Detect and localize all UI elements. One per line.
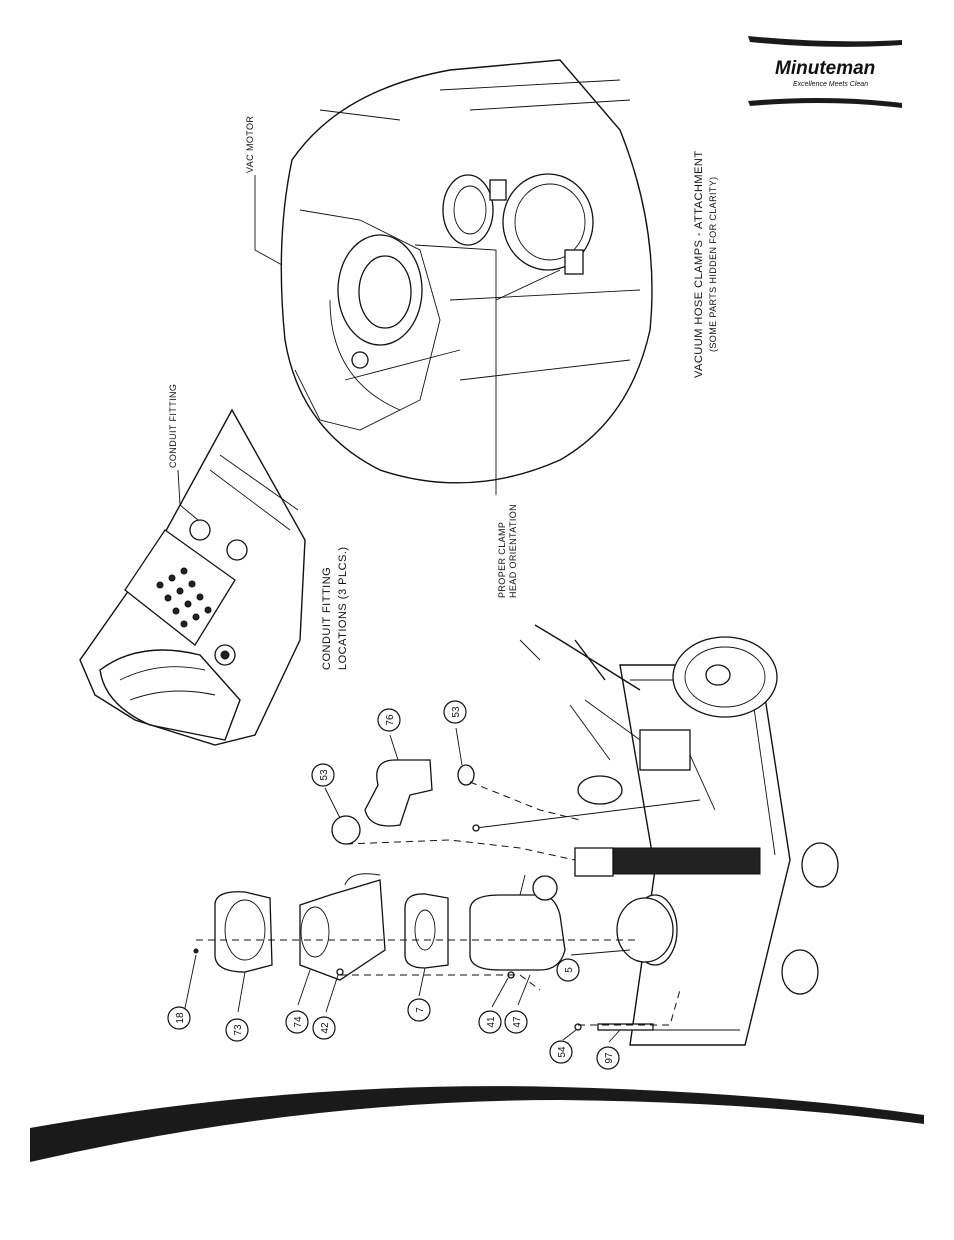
vac-motor-inset: VAC MOTOR <box>245 59 653 495</box>
callout-7: 7 <box>407 998 431 1022</box>
svg-text:73: 73 <box>233 1024 244 1036</box>
callout-97: 97 <box>596 1046 620 1070</box>
svg-text:97: 97 <box>604 1052 615 1064</box>
brand-name: Minuteman <box>775 58 875 79</box>
callout-53-right: 53 <box>443 700 467 724</box>
svg-text:18: 18 <box>175 1012 186 1024</box>
figure-title: VACUUM HOSE CLAMPS - ATTACHMENT <box>693 150 705 378</box>
callout-5: 5 <box>556 958 580 982</box>
minuteman-logo: Minuteman Excellence Meets Clean <box>748 36 902 108</box>
exploded-parts <box>193 759 701 1031</box>
callout-leaders <box>184 727 631 1043</box>
callout-42: 42 <box>312 1016 336 1040</box>
callout-54: 54 <box>549 1040 573 1064</box>
svg-text:74: 74 <box>293 1016 304 1028</box>
explosion-lines <box>196 781 681 1026</box>
conduit-locations-label-line1: CONDUIT FITTING <box>321 567 333 670</box>
svg-text:42: 42 <box>320 1022 331 1034</box>
callout-73: 73 <box>225 1018 249 1042</box>
svg-text:5: 5 <box>564 967 575 973</box>
svg-text:41: 41 <box>486 1016 497 1028</box>
brand-tagline: Excellence Meets Clean <box>793 81 868 88</box>
svg-text:54: 54 <box>557 1046 568 1058</box>
conduit-fitting-label: CONDUIT FITTING <box>168 384 178 468</box>
callout-18: 18 <box>167 1006 191 1030</box>
callouts: 18 73 74 42 7 41 47 54 <box>167 700 620 1070</box>
svg-text:7: 7 <box>415 1007 426 1013</box>
svg-text:53: 53 <box>451 706 462 718</box>
callout-74: 74 <box>285 1010 309 1034</box>
conduit-fitting-inset: CONDUIT FITTING <box>79 384 306 746</box>
proper-clamp-label-line2: HEAD ORIENTATION <box>508 504 518 598</box>
svg-text:76: 76 <box>385 714 396 726</box>
footer-swoosh <box>30 1086 924 1162</box>
callout-47: 47 <box>504 1010 528 1034</box>
conduit-locations-label-line2: LOCATIONS (3 PLCS.) <box>337 546 349 670</box>
callout-41: 41 <box>478 1010 502 1034</box>
callout-53-left: 53 <box>311 763 335 787</box>
svg-text:47: 47 <box>512 1016 523 1028</box>
vac-motor-label: VAC MOTOR <box>245 116 255 173</box>
callout-76: 76 <box>377 708 401 732</box>
machine-frame <box>519 624 839 1046</box>
figure-subtitle: (SOME PARTS HIDDEN FOR CLARITY) <box>708 176 718 352</box>
svg-text:53: 53 <box>319 769 330 781</box>
proper-clamp-label-line1: PROPER CLAMP <box>497 522 507 598</box>
